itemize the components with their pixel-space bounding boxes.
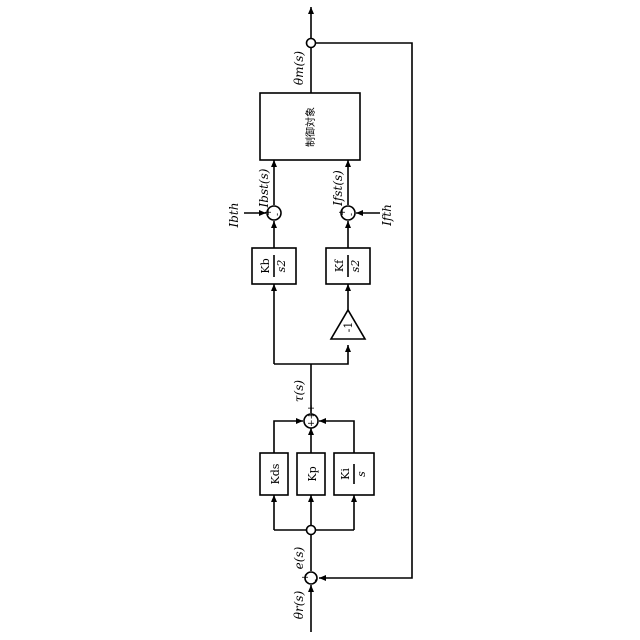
plant-label: 制御対象 [304, 107, 317, 147]
sign-f-minus: - [347, 213, 357, 216]
label-theta-m: θm(s) [292, 51, 306, 85]
sign-b-minus: - [273, 213, 283, 216]
label-ib-th: Ibth [227, 203, 241, 229]
label-error: e(s) [292, 546, 306, 569]
label-if-st: Ifst(s) [331, 170, 345, 207]
wire-split [274, 345, 348, 364]
gain-label: -1 [342, 322, 355, 333]
kd-label: Kds [269, 463, 282, 484]
kb-numerator: Kb [259, 258, 272, 273]
sign-pid-plus: +++ [307, 404, 317, 427]
kf-numerator: Kf [333, 259, 346, 272]
wire-from-kd [274, 421, 303, 453]
label-tau: τ(s) [292, 380, 306, 402]
label-theta-r: θr(s) [292, 590, 306, 619]
sign-e-minus: - [311, 579, 321, 582]
branch-point-output [307, 39, 316, 48]
kb-denominator: s2 [275, 260, 288, 273]
wire-from-ki [319, 421, 354, 453]
ki-denominator: s [355, 471, 368, 477]
kf-denominator: s2 [349, 260, 362, 273]
branch-point-error [307, 526, 316, 535]
label-ib-st: Ibst(s) [257, 168, 271, 208]
sign-e-plus: + [301, 573, 311, 581]
label-if-th: Ifth [380, 204, 394, 227]
ki-numerator: Ki [339, 468, 352, 480]
kp-label: Kp [306, 466, 319, 481]
